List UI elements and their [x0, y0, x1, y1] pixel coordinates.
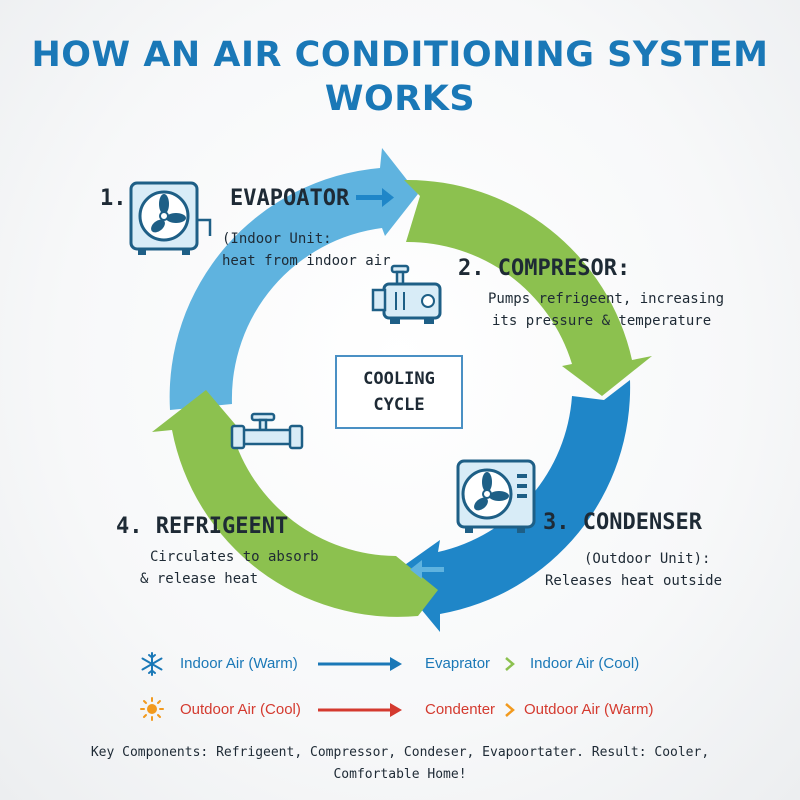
step-1-number: 1.	[100, 186, 127, 211]
step-4-name: REFRIGEENT	[155, 514, 289, 539]
page-title-line-1: HOW AN AIR CONDITIONING SYSTEM	[31, 35, 769, 75]
arc-compressor-segment	[404, 179, 652, 396]
legend-indoor-warm: Indoor Air (Warm)	[180, 655, 298, 672]
legend-arrow-red	[318, 703, 402, 717]
legend-indoor-cool: Indoor Air (Cool)	[530, 655, 640, 672]
step-1-desc-line-1: (Indoor Unit:	[222, 231, 332, 247]
step-4-desc-line-1: Circulates to absorb	[150, 549, 319, 565]
indoor-unit-icon	[129, 181, 212, 255]
step-2-title: 2. COMPRESOR:	[458, 256, 630, 281]
arrow-right-icon	[356, 188, 394, 207]
footer-line-1: Key Components: Refrigeent, Compressor, …	[90, 745, 710, 760]
step-4-title: 4. REFRIGEENT	[116, 514, 288, 539]
arc-condenser-segment	[392, 380, 631, 632]
step-3-name: CONDENSER	[582, 510, 702, 535]
step-2-name: COMPRESOR:	[497, 256, 631, 281]
step-2-desc-line-2: its pressure & temperature	[492, 313, 712, 329]
center-line-1: COOLING	[363, 369, 435, 389]
footer-line-2: Comfortable Home!	[333, 767, 467, 782]
chevron-right-icon	[505, 657, 515, 671]
chevron-right-icon	[505, 703, 515, 717]
outdoor-unit-icon	[456, 459, 536, 533]
step-1-desc-line-2: heat from indoor air	[222, 253, 391, 269]
compressor-icon	[371, 264, 442, 324]
sun-icon	[140, 697, 164, 725]
snowflake-icon	[140, 652, 164, 680]
step-3-title: 3. CONDENSER	[543, 510, 702, 535]
step-1-title: EVAPOATOR	[230, 186, 350, 211]
arrow-left-icon	[410, 560, 444, 579]
step-2-desc-line-1: Pumps refrigeent, increasing	[488, 291, 725, 307]
legend-evaporator: Evaprator	[425, 655, 491, 672]
arc-refrigerant-segment	[152, 390, 438, 617]
legend-outdoor-cool: Outdoor Air (Cool)	[180, 701, 301, 718]
legend-outdoor-warm: Outdoor Air (Warm)	[524, 701, 654, 718]
legend-arrow-blue	[318, 657, 402, 671]
step-2-number: 2.	[458, 256, 485, 281]
cooling-cycle-label: COOLING CYCLE	[335, 355, 463, 429]
page-title-line-2: WORKS	[324, 79, 476, 119]
step-4-number: 4.	[116, 514, 143, 539]
legend-condenser: Condenter	[425, 701, 496, 718]
arc-evaporator-segment	[169, 148, 418, 410]
step-3-desc-line-2: Releases heat outside	[545, 573, 723, 589]
step-3-desc-line-1: (Outdoor Unit):	[584, 551, 711, 567]
valve-icon	[230, 412, 304, 450]
center-line-2: CYCLE	[373, 395, 425, 415]
step-3-number: 3.	[543, 510, 570, 535]
step-4-desc-line-2: & release heat	[140, 571, 259, 587]
